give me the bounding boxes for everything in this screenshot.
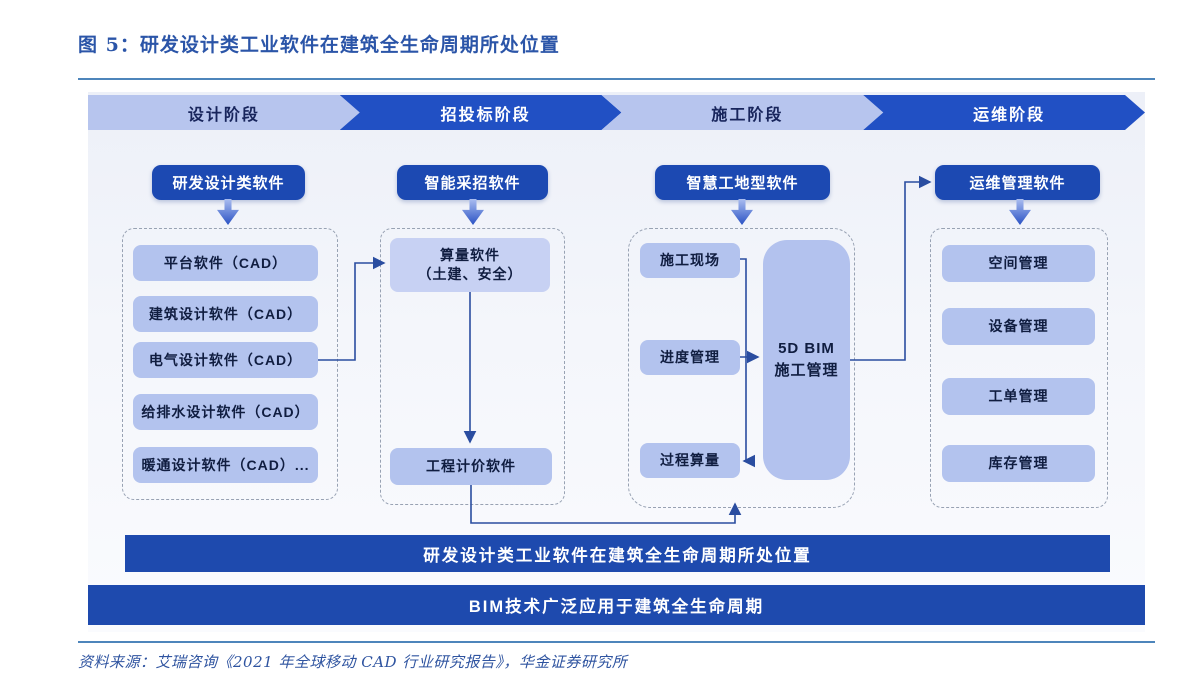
node-5d-bim: 5D BIM 施工管理 xyxy=(763,240,850,480)
node-process-quantity: 过程算量 xyxy=(640,443,740,478)
node-hvac-cad: 暖通设计软件（CAD）... xyxy=(133,447,318,483)
diagram-panel: 设计阶段 招投标阶段 施工阶段 运维阶段 研发设计类软件 智能采招软件 智慧工地… xyxy=(88,92,1145,632)
node-platform-cad: 平台软件（CAD） xyxy=(133,245,318,281)
node-equipment-mgmt: 设备管理 xyxy=(942,308,1095,345)
stage-header-bidding-label: 招投标阶段 xyxy=(440,106,531,124)
stage-header-construction-label: 施工阶段 xyxy=(711,106,784,124)
group-om-tools xyxy=(930,228,1108,508)
group-construction-tools xyxy=(628,228,855,508)
top-rule xyxy=(78,78,1155,80)
stage-header-bidding: 招投标阶段 xyxy=(340,95,622,130)
figure-title: 图 5：研发设计类工业软件在建筑全生命周期所处位置 xyxy=(78,34,560,56)
node-inventory-mgmt: 库存管理 xyxy=(942,445,1095,482)
node-workorder-mgmt: 工单管理 xyxy=(942,378,1095,415)
down-arrow-icon xyxy=(731,199,753,225)
node-pricing-software: 工程计价软件 xyxy=(390,448,552,485)
connector-bim-to-om xyxy=(850,175,932,361)
group-design-tools xyxy=(122,228,338,500)
down-arrow-icon xyxy=(462,199,484,225)
stage-header-operation-label: 运维阶段 xyxy=(973,106,1046,124)
node-schedule: 进度管理 xyxy=(640,340,740,375)
stage-header-band: 设计阶段 招投标阶段 施工阶段 运维阶段 xyxy=(88,95,1145,130)
banner-position: 研发设计类工业软件在建筑全生命周期所处位置 xyxy=(125,535,1110,572)
stage-header-design: 设计阶段 xyxy=(88,95,360,130)
stage-header-design-label: 设计阶段 xyxy=(187,106,260,124)
node-site: 施工现场 xyxy=(640,243,740,278)
stage-header-construction: 施工阶段 xyxy=(602,95,884,130)
node-space-mgmt: 空间管理 xyxy=(942,245,1095,282)
node-architecture-cad: 建筑设计软件（CAD） xyxy=(133,296,318,332)
down-arrow-icon xyxy=(217,199,239,225)
node-quantity-software: 算量软件 （土建、安全） xyxy=(390,238,550,292)
node-plumbing-cad: 给排水设计软件（CAD） xyxy=(133,394,318,430)
pill-design-software: 研发设计类软件 xyxy=(152,165,305,200)
banner-bim: BIM技术广泛应用于建筑全生命周期 xyxy=(88,585,1145,625)
stage-header-operation: 运维阶段 xyxy=(863,95,1145,130)
pill-bidding-software: 智能采招软件 xyxy=(397,165,548,200)
pill-smartsite-software: 智慧工地型软件 xyxy=(655,165,830,200)
source-note: 资料来源：艾瑞咨询《2021 年全球移动 CAD 行业研究报告》，华金证券研究所 xyxy=(78,653,628,671)
bottom-rule xyxy=(78,641,1155,643)
down-arrow-icon xyxy=(1009,199,1031,225)
node-electrical-cad: 电气设计软件（CAD） xyxy=(133,342,318,378)
pill-om-software: 运维管理软件 xyxy=(935,165,1100,200)
